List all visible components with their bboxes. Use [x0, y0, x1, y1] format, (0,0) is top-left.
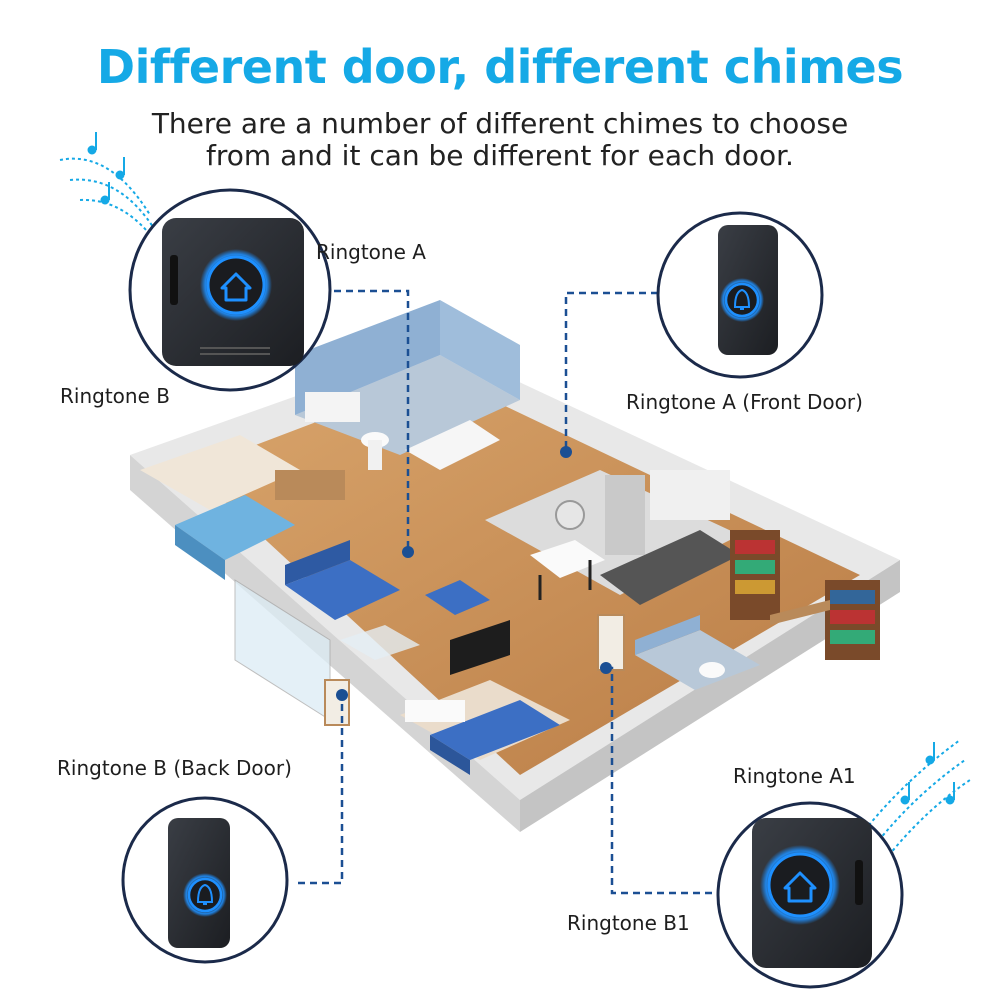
label-back-door: Ringtone B (Back Door): [57, 756, 292, 780]
label-ringtone-b1: Ringtone B1: [567, 911, 690, 935]
label-ringtone-a: Ringtone A: [316, 240, 426, 264]
connector-dots: [336, 446, 612, 701]
bell-icon: [196, 883, 214, 905]
bathroom-right: [635, 630, 760, 690]
headline: Different door, different chimes: [96, 40, 904, 94]
music-notes-icon: [864, 739, 971, 861]
armchair: [425, 580, 490, 615]
music-notes-icon: [59, 132, 159, 246]
subheadline: There are a number of different chimes t…: [0, 108, 1000, 172]
house-icon: [783, 871, 817, 903]
receiver-top-left: [128, 188, 332, 392]
dining-table: [530, 540, 605, 578]
bell-icon: [733, 288, 751, 310]
bathroom-floor: [295, 355, 520, 455]
connector-front-door: [564, 291, 658, 452]
bedroom-left: [140, 435, 300, 510]
floor-plan: [130, 300, 900, 832]
label-ringtone-b: Ringtone B: [60, 384, 170, 408]
label-ringtone-a1: Ringtone A1: [733, 764, 856, 788]
button-top-right: [656, 211, 824, 379]
back-door: [324, 679, 350, 726]
button-bottom-left: [121, 796, 289, 964]
front-door: [597, 614, 625, 671]
connector-back-door: [298, 695, 344, 885]
connector-ringtone-a: [322, 289, 410, 552]
label-front-door: Ringtone A (Front Door): [626, 390, 863, 414]
house-icon: [220, 272, 252, 302]
subheadline-line-1: There are a number of different chimes t…: [151, 107, 849, 140]
subheadline-line-2: from and it can be different for each do…: [206, 139, 794, 172]
receiver-bottom-right: [716, 801, 904, 989]
tv: [450, 620, 510, 675]
sofa: [285, 560, 400, 620]
wood-floor: [190, 375, 860, 775]
